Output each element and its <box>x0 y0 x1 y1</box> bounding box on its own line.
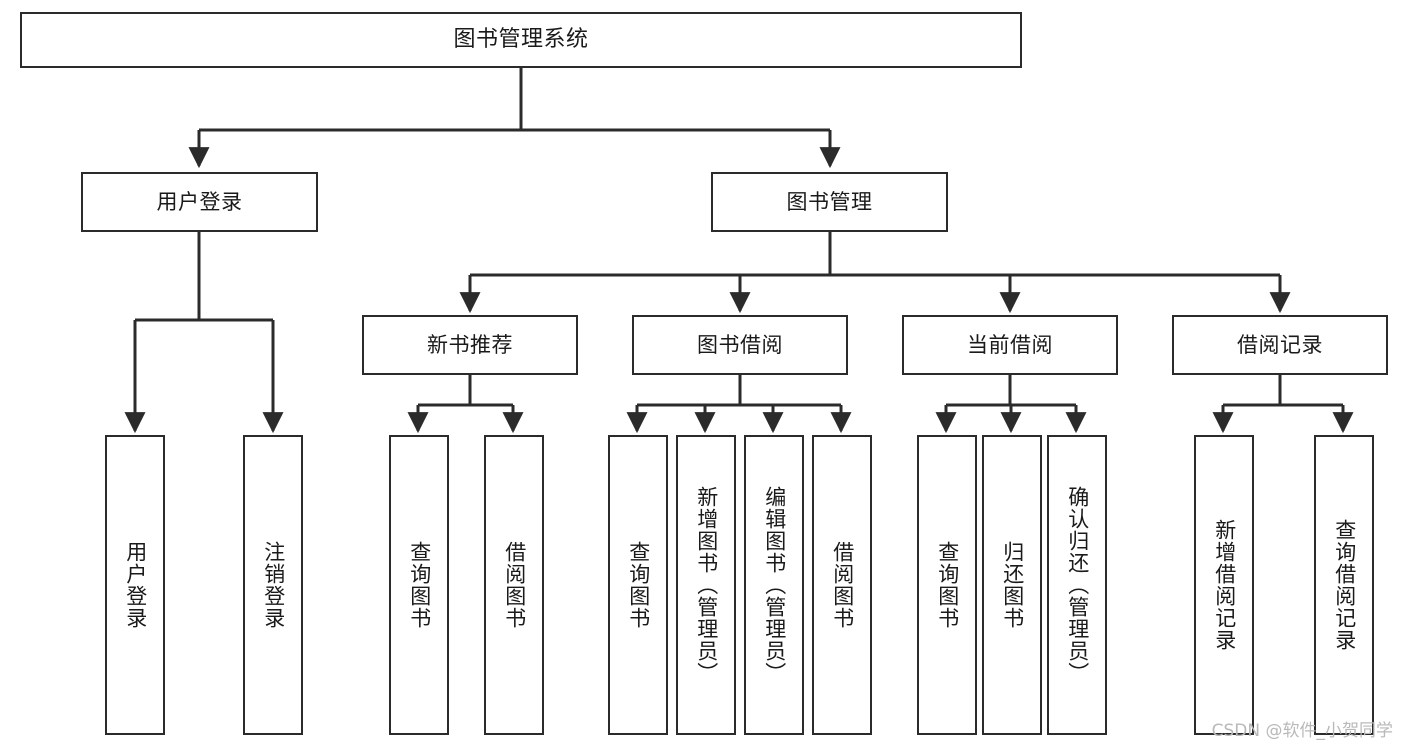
node-new-book-recommend[interactable]: 新书推荐 <box>362 315 578 375</box>
node-book-borrow[interactable]: 图书借阅 <box>632 315 848 375</box>
node-label: 确认归还（管理员） <box>1065 486 1090 684</box>
csdn-watermark: CSDN @软件_小贺同学 <box>1211 721 1393 741</box>
leaf-book-borrow-add-book-admin[interactable]: 新增图书（管理员） <box>676 435 736 735</box>
leaf-user-login-login[interactable]: 用户登录 <box>105 435 165 735</box>
node-label: 新增图书（管理员） <box>694 486 719 684</box>
leaf-book-borrow-edit-book-admin[interactable]: 编辑图书（管理员） <box>744 435 804 735</box>
node-label: 编辑图书（管理员） <box>762 486 787 684</box>
node-label: 查询借阅记录 <box>1332 519 1357 651</box>
leaf-current-borrow-confirm-return-admin[interactable]: 确认归还（管理员） <box>1047 435 1107 735</box>
node-borrow-record[interactable]: 借阅记录 <box>1172 315 1388 375</box>
node-label: 归还图书 <box>1000 541 1025 629</box>
node-label: 借阅图书 <box>502 541 527 629</box>
node-label: 新书推荐 <box>427 332 513 357</box>
leaf-new-book-borrow-book[interactable]: 借阅图书 <box>484 435 544 735</box>
node-label: 图书管理 <box>786 189 873 214</box>
node-label: 当前借阅 <box>967 332 1053 357</box>
node-label: 借阅记录 <box>1237 332 1323 357</box>
leaf-book-borrow-query-book[interactable]: 查询图书 <box>608 435 668 735</box>
node-label: 查询图书 <box>935 541 960 629</box>
node-label: 查询图书 <box>407 541 432 629</box>
leaf-new-book-query-book[interactable]: 查询图书 <box>389 435 449 735</box>
node-label: 图书借阅 <box>697 332 783 357</box>
node-label: 新增借阅记录 <box>1212 519 1237 651</box>
node-book-management-system[interactable]: 图书管理系统 <box>20 12 1022 68</box>
leaf-user-login-logout[interactable]: 注销登录 <box>243 435 303 735</box>
node-label: 用户登录 <box>156 189 243 214</box>
node-label: 借阅图书 <box>830 541 855 629</box>
node-label: 用户登录 <box>123 541 148 629</box>
leaf-current-borrow-return-book[interactable]: 归还图书 <box>982 435 1042 735</box>
node-book-management[interactable]: 图书管理 <box>711 172 948 232</box>
node-label: 注销登录 <box>261 541 286 629</box>
node-label: 图书管理系统 <box>453 27 589 53</box>
leaf-borrow-record-add-record[interactable]: 新增借阅记录 <box>1194 435 1254 735</box>
node-current-borrow[interactable]: 当前借阅 <box>902 315 1118 375</box>
node-label: 查询图书 <box>626 541 651 629</box>
node-user-login[interactable]: 用户登录 <box>81 172 318 232</box>
leaf-book-borrow-borrow-book[interactable]: 借阅图书 <box>812 435 872 735</box>
leaf-current-borrow-query-book[interactable]: 查询图书 <box>917 435 977 735</box>
leaf-borrow-record-query-record[interactable]: 查询借阅记录 <box>1314 435 1374 735</box>
